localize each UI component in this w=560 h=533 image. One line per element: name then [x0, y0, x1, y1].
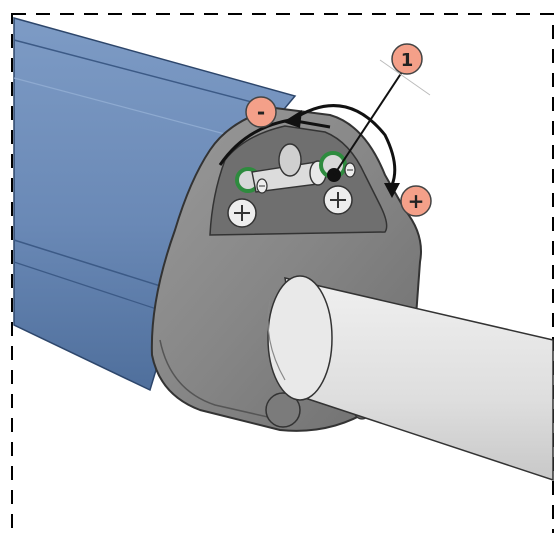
- cap-knob: [265, 392, 301, 428]
- phillips-screw-icon: [227, 198, 257, 228]
- phillips-screw-icon: [323, 185, 353, 215]
- piston-rod: [267, 275, 554, 482]
- curved-arrow-icon: [283, 104, 400, 198]
- plus-callout-label: +: [408, 189, 425, 213]
- number-callout-label: 1: [401, 50, 414, 71]
- plus-callout: +: [400, 185, 432, 217]
- minus-callout: -: [245, 96, 277, 128]
- number-callout: 1: [391, 43, 423, 75]
- leader-line-icon: [333, 71, 403, 176]
- minus-callout-label: -: [257, 100, 265, 124]
- dashed-frame: [11, 13, 554, 533]
